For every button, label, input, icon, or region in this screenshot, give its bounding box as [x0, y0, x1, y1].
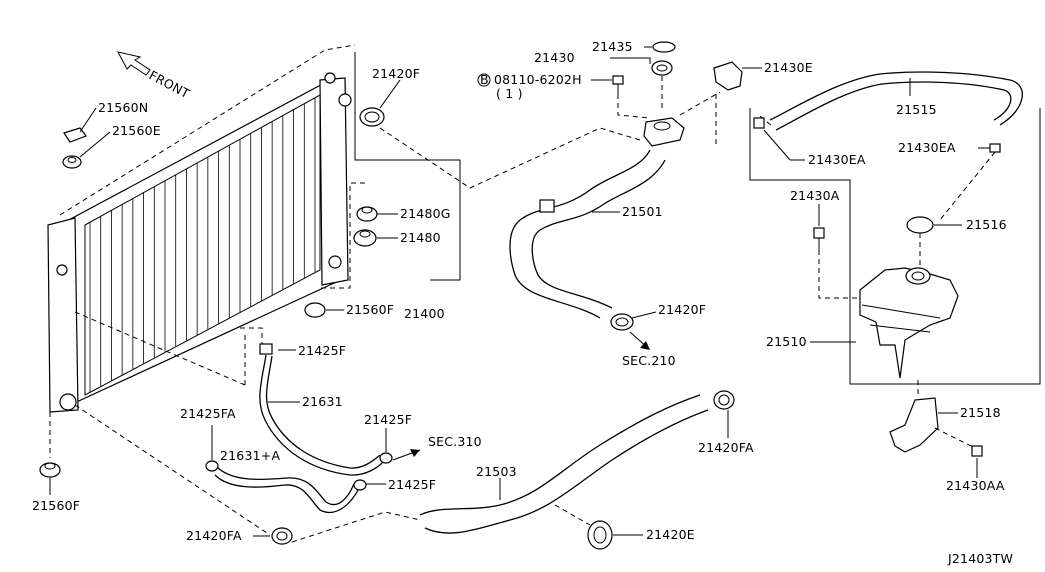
- reservoir-tank-21510-icon: [859, 267, 959, 379]
- label-21510: 21510: [766, 334, 807, 349]
- label-21516: 21516: [966, 217, 1007, 232]
- label-21420F-top: 21420F: [372, 66, 420, 81]
- label-08110: 08110-6202H: [494, 72, 582, 87]
- label-21400: 21400: [404, 306, 445, 321]
- cap-21435-icon: [651, 60, 673, 76]
- label-21425FA: 21425FA: [180, 406, 236, 421]
- clamp-21425F-b-icon: [379, 452, 393, 464]
- radiator-cap-21430-icon: [643, 117, 685, 147]
- label-sec210: SEC.210: [622, 353, 676, 368]
- bolt-symbol-circle: [477, 73, 491, 87]
- label-21420FA-bottom: 21420FA: [186, 528, 242, 543]
- clamp-21420F-mid-icon: [610, 313, 634, 331]
- hose-21631-icon: [259, 343, 386, 476]
- label-21631: 21631: [302, 394, 343, 409]
- label-21518: 21518: [960, 405, 1001, 420]
- label-21420E: 21420E: [646, 527, 695, 542]
- label-21425F-a: 21425F: [298, 343, 346, 358]
- grommet-21560F-bottom-icon: [39, 462, 61, 478]
- grommet-21560E-icon: [62, 155, 82, 169]
- bolt-21430AA-icon: [971, 445, 983, 457]
- clamp-21425F-c-icon: [353, 479, 367, 491]
- label-21425F-c: 21425F: [388, 477, 436, 492]
- label-21430EA-b: 21430EA: [898, 140, 956, 155]
- bracket-21430E-icon: [713, 61, 743, 91]
- label-21503: 21503: [476, 464, 517, 479]
- label-21430: 21430: [534, 50, 575, 65]
- label-21435: 21435: [592, 39, 633, 54]
- label-21515: 21515: [896, 102, 937, 117]
- diagram-code: J21403TW: [947, 551, 1013, 566]
- grommet-21560F-icon: [304, 302, 326, 318]
- label-21430AA: 21430AA: [946, 478, 1005, 493]
- label-21480G: 21480G: [400, 206, 451, 221]
- label-21560N: 21560N: [98, 100, 148, 115]
- seal-21435-icon: [652, 41, 676, 53]
- label-21480: 21480: [400, 230, 441, 245]
- cap-21516-icon: [906, 216, 934, 234]
- front-arrow-icon: [117, 51, 151, 76]
- label-21560F-mid: 21560F: [346, 302, 394, 317]
- hose-21503-icon: [419, 394, 709, 534]
- front-label: FRONT: [147, 67, 193, 101]
- label-21430A: 21430A: [790, 188, 840, 203]
- label-21560F-bottom: 21560F: [32, 498, 80, 513]
- mount-21480G-icon: [356, 206, 378, 222]
- clamp-21420F-top-icon: [359, 107, 385, 127]
- label-21425F-b: 21425F: [364, 412, 412, 427]
- label-21420F-mid: 21420F: [658, 302, 706, 317]
- clamp-21420FA-bottom-icon: [271, 527, 293, 545]
- clip-21430EA-a-icon: [753, 117, 765, 129]
- radiator-drawing: [47, 44, 461, 413]
- bracket-21518-icon: [889, 397, 939, 453]
- clamp-21420E-icon: [587, 520, 613, 550]
- hose-21501-icon: [509, 149, 666, 319]
- label-21430E: 21430E: [764, 60, 813, 75]
- label-21430EA-a: 21430EA: [808, 152, 866, 167]
- label-sec310: SEC.310: [428, 434, 482, 449]
- bolt-21430A-icon: [813, 227, 825, 250]
- clip-21560N-icon: [63, 127, 87, 143]
- clip-21430EA-b-icon: [989, 143, 1001, 153]
- clamp-21425FA-icon: [205, 460, 219, 472]
- hose-21515-icon: [769, 71, 1023, 131]
- mount-21480-icon: [353, 229, 377, 247]
- hose-21631A-icon: [214, 467, 359, 514]
- label-bolt-qty: ( 1 ): [496, 86, 523, 101]
- bolt-08110-icon: [612, 75, 624, 94]
- label-21631A: 21631+A: [220, 448, 280, 463]
- bolt-symbol: B: [480, 72, 489, 87]
- label-21501: 21501: [622, 204, 663, 219]
- clamp-21420FA-mid-icon: [713, 390, 735, 410]
- label-21420FA-mid: 21420FA: [698, 440, 754, 455]
- label-21560E: 21560E: [112, 123, 161, 138]
